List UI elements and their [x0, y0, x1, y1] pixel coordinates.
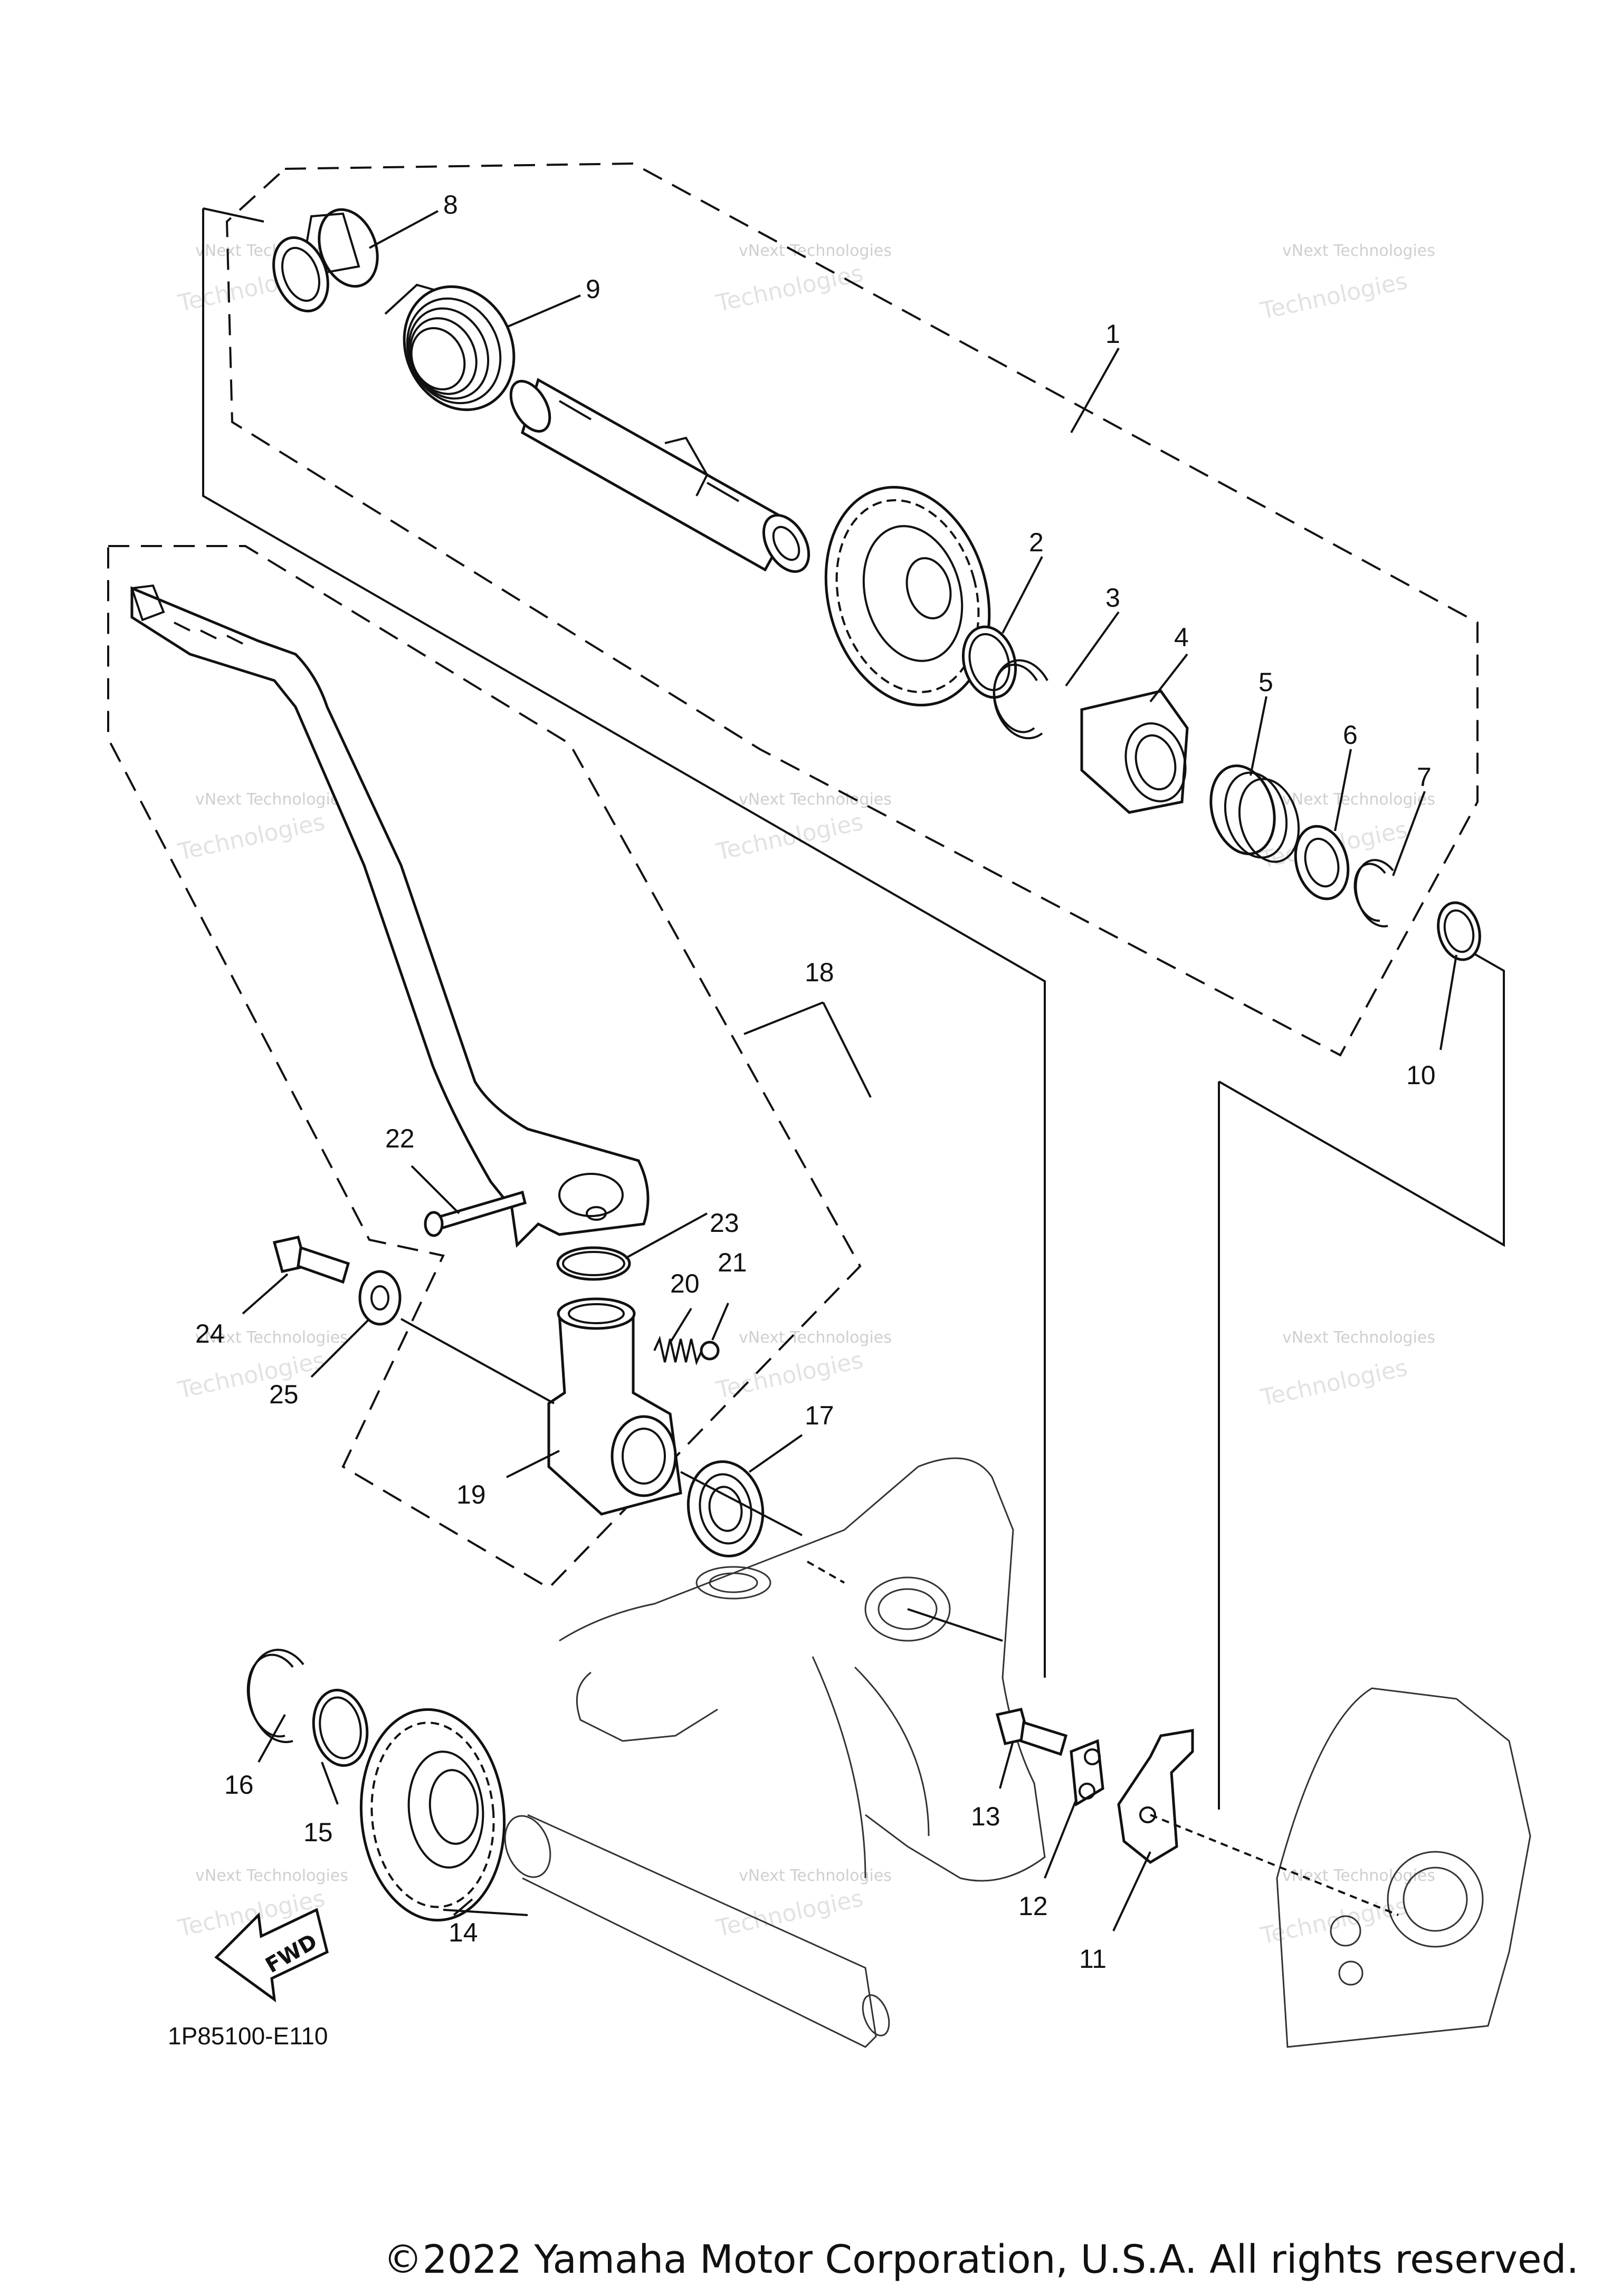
watermarks: Technologies vNext Technologies Technolo… — [175, 242, 1435, 1950]
callout-11: 11 — [1079, 1944, 1107, 1974]
part-21-ball — [700, 1341, 720, 1361]
part-15-washer — [312, 1689, 369, 1767]
callout-9: 9 — [586, 274, 600, 304]
part-19-kick-boss — [547, 1297, 682, 1516]
callout-24: 24 — [195, 1319, 225, 1348]
callout-16: 16 — [224, 1770, 254, 1800]
main-axle-reference — [504, 1814, 890, 2048]
callout-17: 17 — [805, 1401, 834, 1430]
part-4-ratchet — [1080, 690, 1189, 814]
part-18-kick-crank — [130, 584, 650, 1248]
watermark: Technologies — [1258, 1354, 1410, 1412]
part-22-screw — [424, 1190, 527, 1237]
part-3-circlip — [993, 659, 1048, 740]
watermark: vNext Technologies — [1282, 790, 1435, 809]
diagram-code: 1P85100-E110 — [168, 2022, 328, 2050]
engine-detail-reference — [1276, 1687, 1531, 2048]
watermark: vNext Technologies — [1282, 1867, 1435, 1885]
watermark: Technologies — [1258, 267, 1410, 325]
callout-15: 15 — [303, 1817, 333, 1847]
part-5-spring — [1209, 764, 1300, 863]
watermark: Technologies — [175, 1346, 327, 1404]
callout-21: 21 — [718, 1248, 747, 1277]
callout-5: 5 — [1258, 667, 1273, 697]
copyright-notice: ©2022 Yamaha Motor Corporation, U.S.A. A… — [383, 2237, 1579, 2282]
kick-gear — [824, 485, 991, 707]
watermark: vNext Technologies — [739, 1328, 892, 1347]
watermark: Technologies — [713, 808, 865, 866]
watermark: Technologies — [175, 808, 327, 866]
part-17-oil-seal — [686, 1460, 765, 1557]
callout-10: 10 — [1406, 1060, 1436, 1090]
leader-lines — [242, 210, 1457, 1931]
callout-8: 8 — [443, 190, 458, 219]
part-8-collar — [272, 208, 379, 313]
watermark: vNext Technologies — [1282, 242, 1435, 260]
part-2-washer — [961, 625, 1017, 699]
crankcase-reference — [559, 1457, 1046, 1882]
callout-12: 12 — [1018, 1891, 1048, 1921]
callout-7: 7 — [1417, 762, 1432, 792]
forward-direction-arrow: FWD — [214, 1908, 329, 2003]
callout-22: 22 — [385, 1124, 415, 1153]
part-12-lock-washer — [1070, 1739, 1104, 1807]
callout-14: 14 — [449, 1918, 478, 1947]
watermark: Technologies — [713, 260, 865, 317]
kick-axle-shaft — [509, 378, 810, 573]
watermark: vNext Technologies — [195, 790, 348, 809]
part-20-spring — [653, 1335, 703, 1366]
assembly-group-1-outline — [225, 162, 1479, 1057]
assembly-outlines — [107, 162, 1505, 1810]
part-7-circlip — [1353, 859, 1394, 927]
callout-3: 3 — [1105, 583, 1120, 613]
callout-13: 13 — [971, 1802, 1000, 1831]
watermark: vNext Technologies — [739, 790, 892, 809]
callout-18: 18 — [805, 958, 834, 987]
part-25-washer — [358, 1270, 402, 1326]
callout-4: 4 — [1174, 623, 1189, 652]
callout-23: 23 — [710, 1208, 739, 1238]
callout-2: 2 — [1029, 528, 1044, 557]
part-23-o-ring — [556, 1246, 631, 1281]
part-24-bolt — [272, 1236, 350, 1284]
part-10-washer — [1437, 901, 1481, 961]
callout-labels: 1 2 3 4 5 6 7 8 9 10 11 12 13 14 15 16 1… — [195, 190, 1436, 1974]
callout-1: 1 — [1105, 319, 1120, 349]
assembly-box-1 — [202, 208, 1046, 1678]
assembly-group-18-outline — [107, 545, 862, 1590]
watermark: vNext Technologies — [739, 1867, 892, 1885]
callout-19: 19 — [456, 1480, 486, 1509]
watermark: vNext Technologies — [195, 1328, 348, 1347]
part-16-circlip — [246, 1649, 304, 1743]
part-6-washer — [1294, 825, 1350, 901]
watermark: vNext Technologies — [1282, 1328, 1435, 1347]
watermark: vNext Technologies — [739, 242, 892, 260]
callout-25: 25 — [269, 1380, 299, 1409]
part-9-torsion-spring — [384, 283, 516, 412]
part-13-bolt — [995, 1708, 1068, 1756]
watermark: vNext Technologies — [195, 1867, 348, 1885]
part-14-kick-idle-gear — [359, 1708, 506, 1922]
callout-20: 20 — [670, 1269, 700, 1298]
callout-6: 6 — [1343, 720, 1358, 750]
part-11-guide-plate — [1117, 1729, 1194, 1864]
